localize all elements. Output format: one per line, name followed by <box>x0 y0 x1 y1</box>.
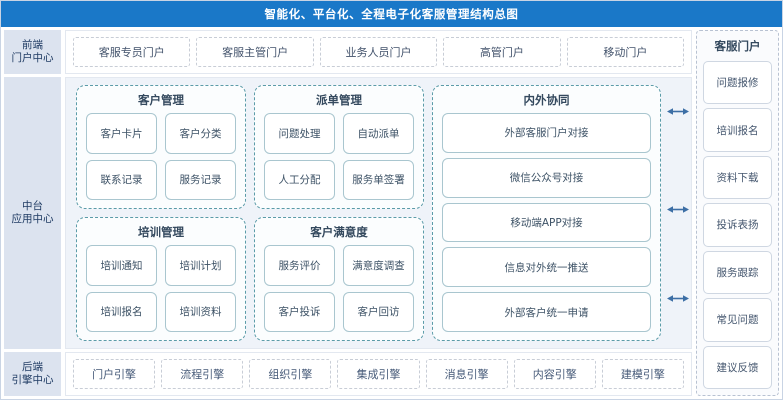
engine-item-6[interactable]: 建模引擎 <box>601 359 684 389</box>
engine-item-2[interactable]: 组织引擎 <box>249 359 332 389</box>
diagram-title-bar: 智能化、平台化、全程电子化客服管理结构总图 <box>1 1 782 27</box>
group-title-dispatch-management: 派单管理 <box>316 93 363 107</box>
group-customer-satisfaction: 客户满意度 服务评价 满意度调查 客户投诉 客户回访 <box>254 217 425 341</box>
front-portal-item-4[interactable]: 移动门户 <box>566 37 685 67</box>
application-zone: 客户管理 客户卡片 客户分类 联系记录 服务记录 派单管理 问题处理 <box>65 77 692 349</box>
group-internal-external-collaboration: 内外协同 外部客服门户对接 微信公众号对接 移动端APP对接 信息对外统一推送 … <box>432 85 661 341</box>
group-1-item-1[interactable]: 自动派单 <box>343 113 415 154</box>
group-2-item-3[interactable]: 培训资料 <box>165 291 237 332</box>
collaboration-item-2[interactable]: 移动端APP对接 <box>442 202 651 243</box>
group-1-item-2[interactable]: 人工分配 <box>264 159 336 200</box>
collaboration-item-3[interactable]: 信息对外统一推送 <box>442 247 651 288</box>
group-0-item-0[interactable]: 客户卡片 <box>86 113 157 154</box>
customer-portal-item-6[interactable]: 建议反馈 <box>703 345 772 389</box>
engine-item-4[interactable]: 消息引擎 <box>425 359 508 389</box>
layer-back-line1: 后端 <box>22 361 43 373</box>
front-portal-item-2[interactable]: 业务人员门户 <box>319 37 438 67</box>
page-title: 智能化、平台化、全程电子化客服管理结构总图 <box>264 7 519 21</box>
group-customer-management: 客户管理 客户卡片 客户分类 联系记录 服务记录 <box>76 85 247 209</box>
layer-label-front: 前端 门户中心 <box>4 30 61 74</box>
customer-portal-title: 客服门户 <box>714 39 761 53</box>
customer-portal-item-2[interactable]: 资料下载 <box>703 155 772 200</box>
group-2-item-0[interactable]: 培训通知 <box>86 245 157 286</box>
group-2-item-2[interactable]: 培训报名 <box>86 291 157 332</box>
engine-item-1[interactable]: 流程引擎 <box>161 359 244 389</box>
group-0-item-2[interactable]: 联系记录 <box>86 159 157 200</box>
collaboration-item-0[interactable]: 外部客服门户对接 <box>442 113 651 153</box>
layer-label-middle: 中台 应用中心 <box>4 77 61 349</box>
customer-portal-item-4[interactable]: 服务跟踪 <box>703 250 772 295</box>
group-0-item-1[interactable]: 客户分类 <box>165 113 237 154</box>
group-dispatch-management: 派单管理 问题处理 自动派单 人工分配 服务单签署 <box>254 85 425 209</box>
group-3-item-3[interactable]: 客户回访 <box>343 291 415 332</box>
customer-portal-panel: 客服门户 问题报修 培训报名 资料下载 投诉表扬 服务跟踪 常见问题 建议反馈 <box>696 30 779 396</box>
collaboration-item-1[interactable]: 微信公众号对接 <box>442 157 651 198</box>
engine-item-0[interactable]: 门户引擎 <box>73 359 156 389</box>
group-3-item-0[interactable]: 服务评价 <box>264 245 336 286</box>
customer-portal-column: 客服门户 问题报修 培训报名 资料下载 投诉表扬 服务跟踪 常见问题 建议反馈 <box>694 27 782 399</box>
layer-front-line1: 前端 <box>22 39 43 51</box>
group-1-item-0[interactable]: 问题处理 <box>264 113 336 154</box>
front-portal-item-3[interactable]: 高管门户 <box>443 37 561 67</box>
collaboration-item-4[interactable]: 外部客户统一申请 <box>442 292 651 332</box>
front-portal-item-1[interactable]: 客服主管门户 <box>196 37 314 67</box>
group-3-item-2[interactable]: 客户投诉 <box>264 291 336 332</box>
layer-middle-line1: 中台 <box>22 200 43 212</box>
group-training-management: 培训管理 培训通知 培训计划 培训报名 培训资料 <box>76 217 247 341</box>
layer-label-column: 前端 门户中心 中台 应用中心 后端 引擎中心 <box>1 27 63 399</box>
main-column: 客服专员门户 客服主管门户 业务人员门户 高管门户 移动门户 客户管理 客户卡片… <box>63 27 694 399</box>
group-0-item-3[interactable]: 服务记录 <box>165 159 237 200</box>
engine-item-5[interactable]: 内容引擎 <box>513 359 596 389</box>
layer-front-line2: 门户中心 <box>11 52 54 64</box>
layer-label-back: 后端 引擎中心 <box>4 352 61 396</box>
application-group-row-bottom: 培训管理 培训通知 培训计划 培训报名 培训资料 客户满意度 服务评价 <box>76 217 425 341</box>
engine-item-3[interactable]: 集成引擎 <box>337 359 420 389</box>
customer-portal-item-5[interactable]: 常见问题 <box>703 298 772 342</box>
front-portal-item-0[interactable]: 客服专员门户 <box>73 37 191 67</box>
front-portal-band: 客服专员门户 客服主管门户 业务人员门户 高管门户 移动门户 <box>65 30 692 74</box>
group-1-item-3[interactable]: 服务单签署 <box>343 159 415 200</box>
diagram-body: 前端 门户中心 中台 应用中心 后端 引擎中心 客服专员门户 <box>1 27 782 399</box>
layer-middle-line2: 应用中心 <box>11 213 54 225</box>
group-title-customer-satisfaction: 客户满意度 <box>310 225 368 239</box>
group-title-customer-management: 客户管理 <box>138 93 184 107</box>
engine-band: 门户引擎 流程引擎 组织引擎 集成引擎 消息引擎 内容引擎 建模引擎 <box>65 352 692 396</box>
customer-portal-item-1[interactable]: 培训报名 <box>703 108 772 152</box>
application-groups-right: 内外协同 外部客服门户对接 微信公众号对接 移动端APP对接 信息对外统一推送 … <box>432 85 683 341</box>
customer-portal-item-3[interactable]: 投诉表扬 <box>703 203 772 247</box>
group-2-item-1[interactable]: 培训计划 <box>165 245 237 286</box>
layer-back-line2: 引擎中心 <box>11 374 54 386</box>
group-title-training-management: 培训管理 <box>138 225 184 239</box>
application-groups-left: 客户管理 客户卡片 客户分类 联系记录 服务记录 派单管理 问题处理 <box>76 85 425 341</box>
customer-portal-item-0[interactable]: 问题报修 <box>703 61 772 105</box>
group-3-item-1[interactable]: 满意度调查 <box>343 245 415 286</box>
application-group-row-top: 客户管理 客户卡片 客户分类 联系记录 服务记录 派单管理 问题处理 <box>76 85 425 209</box>
group-title-collaboration: 内外协同 <box>523 93 570 107</box>
